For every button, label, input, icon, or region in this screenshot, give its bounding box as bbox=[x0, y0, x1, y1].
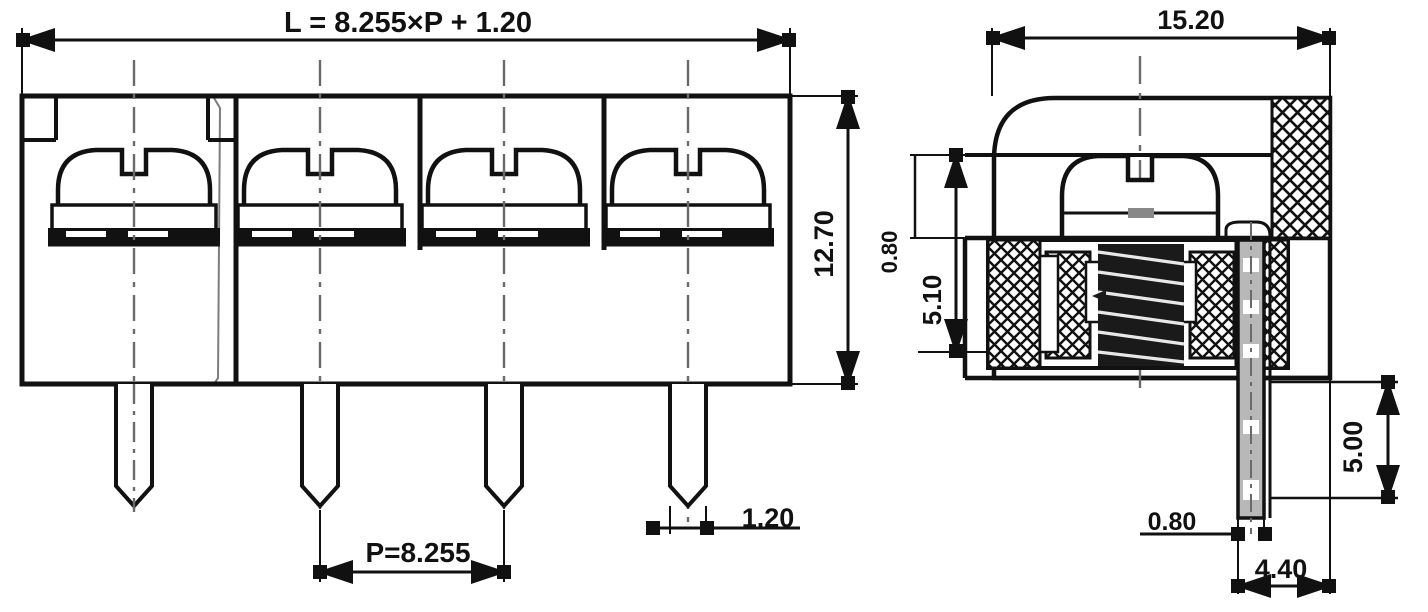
dim-pin-length bbox=[1270, 375, 1400, 504]
dim-label-small-upper: 0.80 bbox=[877, 231, 902, 274]
dim-body-height bbox=[790, 90, 860, 390]
dim-label-screw-height: 5.10 bbox=[917, 275, 947, 326]
dim-label-pin-thickness: 0.80 bbox=[1148, 508, 1197, 536]
section-pin bbox=[1224, 220, 1272, 534]
dim-section-width bbox=[986, 26, 1336, 96]
dim-label-body-height: 12.70 bbox=[809, 210, 839, 278]
dim-label-overall-length: L = 8.255×P + 1.20 bbox=[284, 7, 532, 39]
dim-label-pitch: P=8.255 bbox=[365, 537, 470, 568]
connector-body-outline bbox=[19, 93, 793, 387]
dim-label-pin-width: 1.20 bbox=[742, 503, 795, 533]
screw-thread bbox=[1092, 244, 1185, 366]
dim-label-section-width: 15.20 bbox=[1157, 5, 1225, 35]
dim-screw-height bbox=[918, 148, 988, 358]
side-section-view bbox=[910, 26, 1400, 598]
front-view bbox=[16, 28, 860, 584]
dim-pin-width bbox=[646, 506, 800, 535]
dim-label-mount-depth: 4.40 bbox=[1255, 554, 1308, 584]
pole-4 bbox=[602, 60, 774, 528]
dim-mount-depth bbox=[1231, 378, 1336, 598]
dim-pitch bbox=[313, 510, 511, 584]
dim-small-upper bbox=[910, 154, 988, 239]
pole-3 bbox=[418, 60, 590, 512]
pole-1 bbox=[48, 60, 220, 512]
dimension-labels: L = 8.255×P + 1.20 12.70 P=8.255 1.20 15… bbox=[284, 5, 1368, 584]
screw-head bbox=[1059, 153, 1221, 241]
dim-label-pin-length: 5.00 bbox=[1338, 421, 1368, 474]
dim-pin-thickness bbox=[1140, 512, 1272, 541]
dim-overall-length bbox=[16, 28, 796, 100]
pole-2 bbox=[234, 60, 406, 512]
